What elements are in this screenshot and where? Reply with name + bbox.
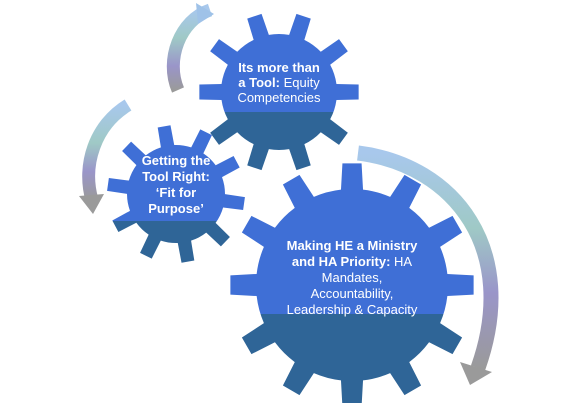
gear-right-label-line: Mandates, [322,270,383,285]
curved-arrow-up-icon [166,3,213,93]
gear-right-label-line: Leadership & Capacity [287,302,418,317]
gear-left-label-line: ‘Fit for [156,185,196,200]
gear-label-text: a Tool: [238,75,283,90]
gear-top-label-line: Competencies [237,90,321,105]
gear-left-shape [107,125,245,263]
arrowhead-icon [79,194,104,214]
arrowhead-icon [196,3,214,24]
gear-top-label-line: Its more than [238,60,320,75]
gear-right-label-line: Accountability, [311,286,394,301]
gear-label-text: Making HE a Ministry [287,238,419,253]
gear-left-label-line: Purpose’ [148,201,204,216]
gear-label-text: Purpose’ [148,201,204,216]
gear-label-text: ‘Fit for [156,185,196,200]
curved-arrow-down-icon [82,99,132,202]
gear-right-label-line: Making HE a Ministry [287,238,419,253]
gear-label-text: and HA Priority: [292,254,394,269]
arrowhead-icon [460,362,492,385]
arrow-top-arc [166,3,214,93]
gear-left-label-line: Getting the [142,153,211,168]
gear-label-text: Getting the [142,153,211,168]
gear-label-text: Leadership & Capacity [287,302,418,317]
gear-label-text: Accountability, [311,286,394,301]
gear-label-text: HA [394,254,412,269]
gear-label-text: Tool Right: [142,169,210,184]
gear-right-shape [230,163,474,403]
arrow-left-arc [79,99,132,214]
gear-label-text: Mandates, [322,270,383,285]
gear-right-label-line: and HA Priority: HA [292,254,412,269]
curved-arrow-down-icon [357,145,499,371]
gear-label-text: Its more than [238,60,320,75]
gear-left-label-line: Tool Right: [142,169,210,184]
gear-label-text: Competencies [237,90,321,105]
arrow-right-arc [357,145,499,385]
gear-label-text: Equity [284,75,321,90]
gear-top-label-line: a Tool: Equity [238,75,320,90]
gear-top-shape [199,13,359,171]
